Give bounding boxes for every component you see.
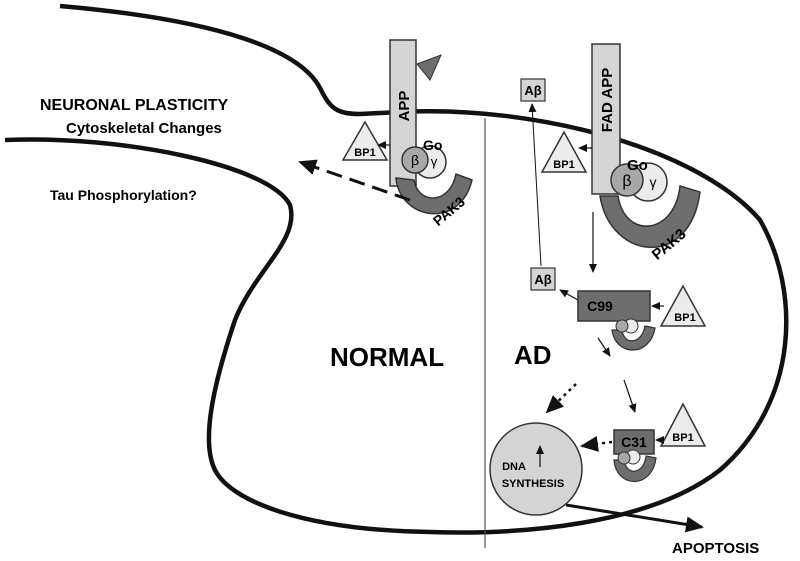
abeta-label-mid: Aβ — [534, 272, 551, 287]
synthesis-label: SYNTHESIS — [502, 478, 564, 490]
pak3-arc-normal — [395, 172, 473, 215]
beta-subunit-c31 — [617, 451, 631, 465]
beta-label-ad: β — [622, 173, 631, 190]
gamma-label-normal: γ — [431, 154, 438, 169]
pak3-arc-c31 — [613, 455, 657, 483]
ad-label: AD — [514, 340, 552, 370]
pak3-arc-c99 — [611, 325, 656, 351]
apoptosis-label: APOPTOSIS — [672, 540, 759, 557]
fad-app-label: FAD APP — [599, 68, 616, 132]
normal-label: NORMAL — [330, 342, 444, 372]
arrow-c99-down — [597, 337, 611, 357]
go-label-normal: Go — [423, 137, 442, 153]
tau-phosphorylation-label: Tau Phosphorylation? — [50, 187, 197, 203]
bp1-triangle-ad-top — [540, 130, 588, 173]
dotted-arrow-c31-to-dna — [580, 435, 613, 452]
beta-subunit-ad — [610, 163, 644, 197]
cell-membrane — [4, 3, 789, 535]
cytoskeletal-changes-label: Cytoskeletal Changes — [66, 120, 222, 137]
arrow-to-apoptosis — [565, 503, 704, 533]
bp1-triangle-c99 — [659, 284, 707, 327]
beta-subunit-normal — [401, 146, 429, 174]
ligand-wedge-icon — [416, 54, 442, 81]
bp1-label-c99: BP1 — [674, 312, 695, 324]
app-label: APP — [396, 91, 413, 122]
bp1-label-c31: BP1 — [672, 432, 693, 444]
dna-synthesis-circle — [489, 422, 583, 516]
dotted-arrow-to-dna-upper — [545, 383, 577, 414]
abeta-box-top — [520, 78, 546, 102]
abeta-label-top: Aβ — [524, 83, 541, 98]
arrow-c99-to-abeta — [559, 289, 579, 301]
bp1-triangle-c31 — [659, 402, 707, 447]
beta-label-normal: β — [411, 152, 419, 168]
bp1-label-ad-top: BP1 — [553, 159, 574, 171]
bp1-triangle-normal — [341, 120, 389, 161]
go-label-ad: Go — [627, 157, 648, 174]
neuronal-plasticity-label: NEURONAL PLASTICITY — [40, 97, 228, 114]
dashed-arrow-tau — [298, 159, 411, 202]
beta-subunit-c99 — [615, 319, 629, 333]
c31-label: C31 — [621, 434, 647, 450]
arrow-abeta-up — [528, 103, 542, 267]
abeta-box-mid — [530, 267, 556, 291]
c99-box — [577, 290, 651, 322]
gamma-label-ad: γ — [650, 174, 657, 190]
c99-label: C99 — [587, 298, 613, 314]
bp1-label-normal: BP1 — [354, 147, 375, 159]
arrow-to-c31 — [623, 379, 637, 413]
pak3-arc-ad — [599, 185, 701, 248]
dna-label: DNA — [502, 461, 526, 473]
